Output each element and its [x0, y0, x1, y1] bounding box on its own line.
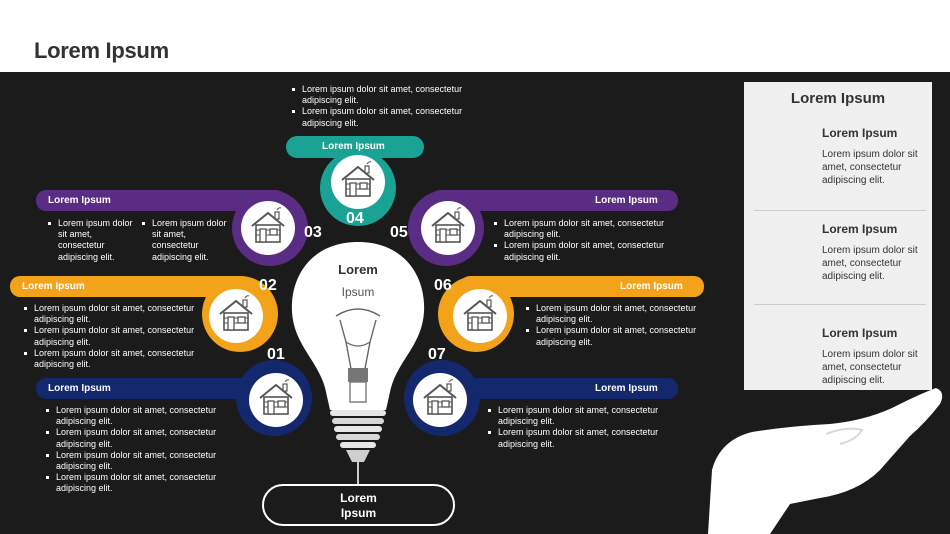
node-05 — [408, 190, 484, 266]
panel-item-2-text: Lorem ipsum dolor sit amet, consectetur … — [822, 245, 918, 282]
navy-right-bullets: Lorem ipsum dolor sit amet, consectetur … — [486, 405, 676, 450]
band-purple-left — [36, 190, 286, 211]
node-03 — [232, 190, 308, 266]
bullet-text: Lorem ipsum dolor sit amet, consectetur — [290, 84, 480, 95]
node-04 — [320, 150, 396, 226]
node-number-05: 05 — [390, 224, 408, 241]
panel-divider — [754, 304, 926, 305]
band-purple-right — [430, 190, 678, 211]
bullet-continuation: adipiscing elit. — [302, 95, 359, 106]
summary-panel: Lorem Ipsum Lorem Ipsum Lorem ipsum dolo… — [744, 82, 932, 390]
top-bullets: Lorem ipsum dolor sit amet, consectetur … — [290, 84, 480, 129]
navy-right-label: Lorem Ipsum — [595, 383, 658, 394]
page-title: Lorem Ipsum — [34, 38, 169, 63]
panel-item-2-title: Lorem Ipsum — [822, 222, 898, 236]
bulb-subtitle: Ipsum — [341, 285, 375, 299]
orange-left-bullets: Lorem ipsum dolor sit amet, consectetur … — [22, 303, 212, 370]
purple-right-label: Lorem Ipsum — [595, 195, 658, 206]
panel-item-3-title: Lorem Ipsum — [822, 326, 898, 340]
node-01 — [236, 360, 312, 436]
band-navy-left — [36, 378, 270, 399]
bottom-label-pill: Lorem Ipsum — [262, 484, 455, 526]
purple-left-label: Lorem Ipsum — [48, 195, 111, 206]
band-orange-left — [10, 276, 250, 297]
bulb-glass — [291, 242, 425, 410]
node-number-06: 06 — [434, 277, 452, 294]
bottom-label-line2: Ipsum — [340, 506, 377, 520]
purple-left-col1: Lorem ipsum dolor sit amet, consectetur … — [46, 218, 138, 263]
teal-pill-label: Lorem Ipsum — [322, 141, 385, 152]
node-number-07: 07 — [428, 346, 446, 363]
navy-left-bullets: Lorem ipsum dolor sit amet, consectetur … — [44, 405, 234, 495]
node-02 — [202, 276, 278, 352]
bullet-text: Lorem ipsum dolor sit amet, consectetur — [290, 106, 480, 117]
node-number-02: 02 — [259, 277, 277, 294]
panel-item-1-text: Lorem ipsum dolor sit amet, consectetur … — [822, 149, 918, 186]
purple-right-bullets: Lorem ipsum dolor sit amet, consectetur … — [492, 218, 682, 263]
node-06 — [438, 276, 514, 352]
panel-item-1-title: Lorem Ipsum — [822, 126, 898, 140]
node-number-03: 03 — [304, 224, 322, 241]
hand-shape — [708, 388, 943, 534]
band-teal-top — [286, 136, 424, 158]
bottom-label-line1: Lorem — [340, 491, 377, 505]
orange-right-label: Lorem Ipsum — [620, 281, 683, 292]
orange-left-label: Lorem Ipsum — [22, 281, 85, 292]
node-number-01: 01 — [267, 346, 285, 363]
panel-item-3-text: Lorem ipsum dolor sit amet, consectetur … — [822, 349, 918, 386]
panel-title: Lorem Ipsum — [790, 90, 886, 107]
panel-divider — [754, 210, 926, 211]
node-number-04: 04 — [346, 210, 364, 227]
orange-right-bullets: Lorem ipsum dolor sit amet, consectetur … — [524, 303, 710, 348]
header-bar: Lorem Ipsum — [0, 0, 950, 72]
band-navy-right — [442, 378, 678, 399]
navy-left-label: Lorem Ipsum — [48, 383, 111, 394]
band-orange-right — [460, 276, 704, 297]
bulb-title: Lorem — [338, 262, 378, 277]
node-07 — [404, 360, 480, 436]
bullet-continuation: adipiscing elit. — [302, 117, 359, 128]
purple-left-col2: Lorem ipsum dolor sit amet, consectetur … — [140, 218, 232, 263]
